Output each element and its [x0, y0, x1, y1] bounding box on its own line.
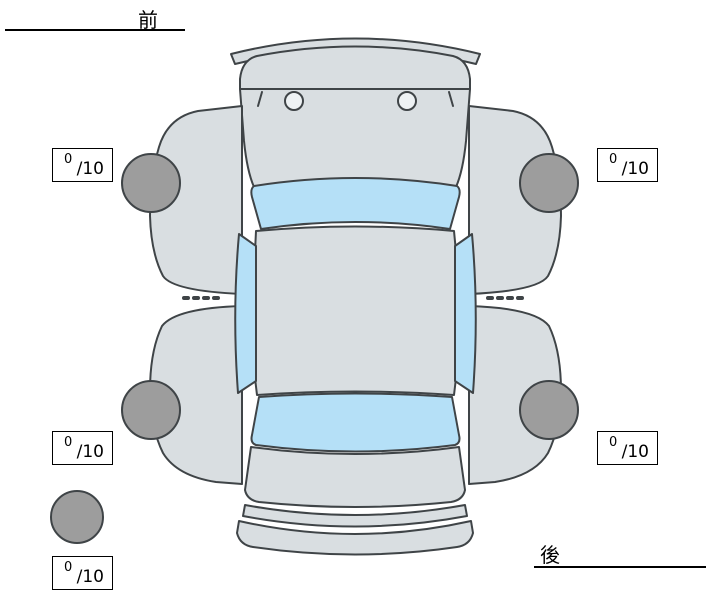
tire-score-front-left-denominator: /10 [76, 159, 104, 179]
hood [239, 88, 471, 188]
tire-score-rear-left: 0 /10 [52, 431, 113, 465]
tire-score-front-right: 0 /10 [597, 148, 658, 182]
tire-score-front-left-value: 0 [64, 152, 73, 167]
tire-score-front-right-value: 0 [609, 152, 618, 167]
hood-tick-left [257, 91, 263, 107]
front-underline [5, 29, 185, 31]
front-label: 前 [138, 8, 159, 32]
tire-score-rear-right: 0 /10 [597, 431, 658, 465]
roof [254, 225, 457, 396]
windshield [250, 177, 461, 230]
left-front-door [149, 105, 243, 295]
tire-score-front-left: 0 /10 [52, 148, 113, 182]
hood-tick-right [448, 91, 454, 107]
car-windows [234, 177, 477, 453]
car-body-group [50, 37, 579, 556]
tire-score-spare: 0 /10 [52, 556, 113, 590]
tire-score-rear-right-denominator: /10 [621, 442, 649, 462]
tire-rear-right [519, 380, 579, 440]
hood-circle-right [397, 91, 417, 111]
tire-score-front-right-denominator: /10 [621, 159, 649, 179]
right-side-window [454, 233, 477, 394]
tire-score-spare-value: 0 [64, 560, 73, 575]
rear-bumper [242, 504, 468, 528]
tire-score-rear-right-value: 0 [609, 435, 618, 450]
tire-front-left [121, 153, 181, 213]
right-front-door [468, 105, 562, 295]
tire-score-spare-denominator: /10 [76, 567, 104, 587]
spare-tire [50, 490, 104, 544]
left-side-window [234, 233, 257, 394]
hood-details [257, 91, 454, 111]
rear-underline [534, 566, 706, 568]
front-bumper [239, 45, 471, 90]
tire-score-rear-left-value: 0 [64, 435, 73, 450]
rear-label: 後 [540, 543, 561, 567]
tire-front-right [519, 153, 579, 213]
rear-lower-strip [236, 520, 474, 556]
tires [50, 153, 579, 544]
trunk [244, 446, 466, 508]
tire-rear-left [121, 380, 181, 440]
car-body-panels [149, 37, 562, 556]
rear-window [250, 392, 461, 453]
tire-score-rear-left-denominator: /10 [76, 442, 104, 462]
hood-circle-left [284, 91, 304, 111]
